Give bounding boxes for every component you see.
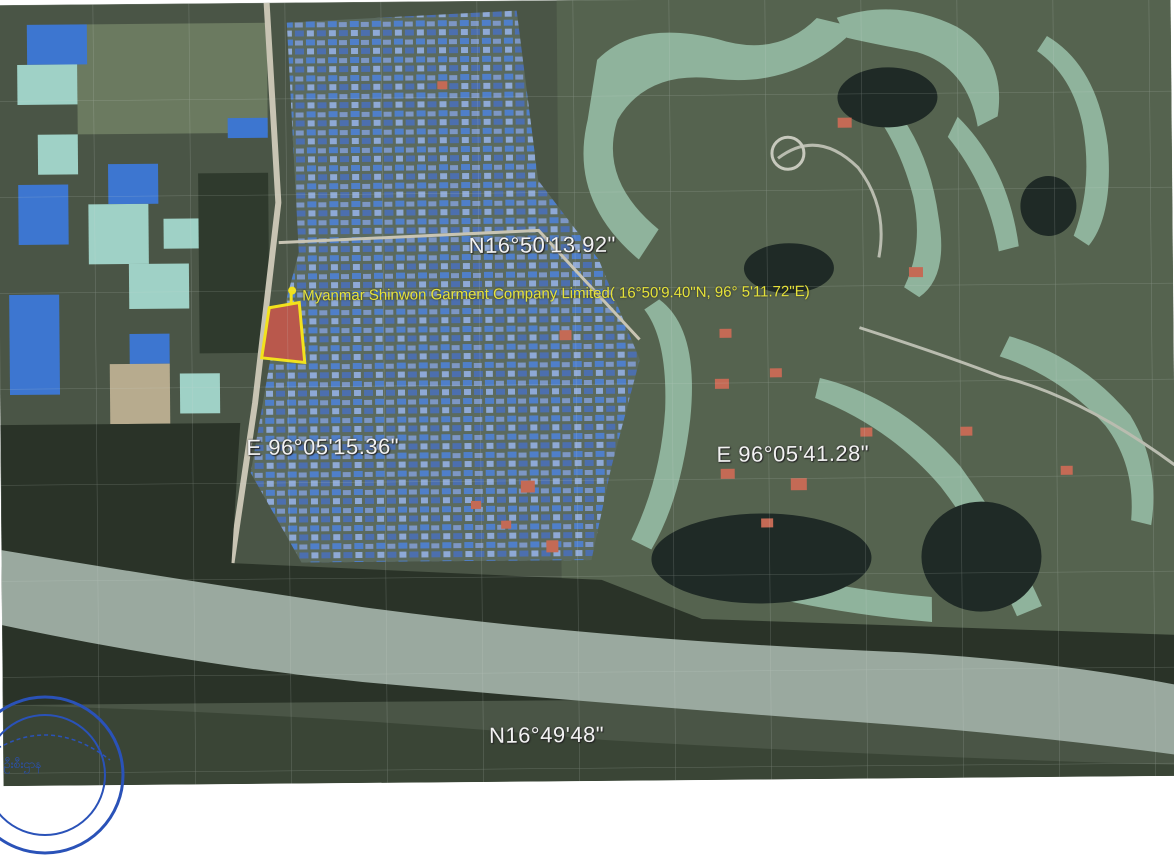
coord-label-east-left: E 96°05'15.36": [246, 434, 399, 461]
satellite-map: N16°50'13.92" E 96°05'15.36" E 96°05'41.…: [0, 0, 1174, 786]
coord-label-north-bottom: N16°49'48": [489, 722, 604, 749]
satellite-image: [0, 0, 1174, 786]
official-stamp: [0, 690, 130, 860]
stamp-text: ဦးစီးဌာန: [4, 756, 41, 774]
grid-overlay: [0, 0, 1174, 786]
coord-label-east-right: E 96°05'41.28": [716, 441, 869, 468]
coord-label-north-top: N16°50'13.92": [469, 232, 616, 259]
